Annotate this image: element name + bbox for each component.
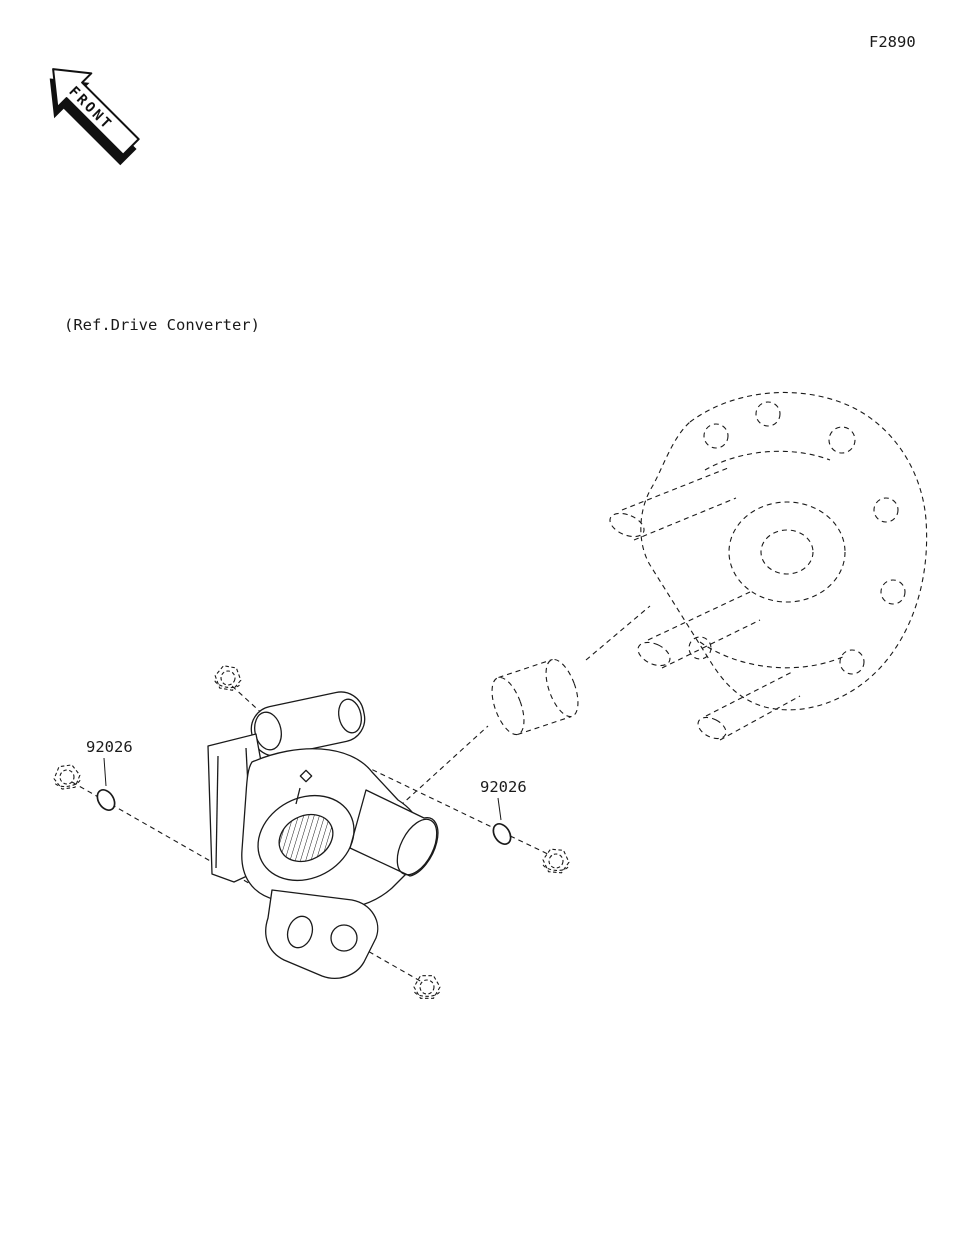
bracket-drawing xyxy=(207,691,439,979)
flange-nut-left-icon xyxy=(52,763,82,791)
flange-nut-right-icon xyxy=(541,848,571,874)
o-ring-part-right xyxy=(492,823,512,845)
reference-label: (Ref.Drive Converter) xyxy=(64,316,260,334)
o-ring-part-left xyxy=(96,789,116,811)
part-number-label: 92026 xyxy=(480,778,527,796)
part-number-label: 92026 xyxy=(86,738,133,756)
figure-code-label: F2890 xyxy=(869,33,916,51)
flange-nut-top-icon xyxy=(212,664,244,692)
bushing-reference-drawing xyxy=(491,658,579,736)
drive-converter-reference-drawing xyxy=(609,391,928,741)
part-callout-left: 92026 xyxy=(86,738,133,787)
front-arrow-icon: FRONT xyxy=(49,68,140,166)
part-callout-right: 92026 xyxy=(480,778,527,821)
